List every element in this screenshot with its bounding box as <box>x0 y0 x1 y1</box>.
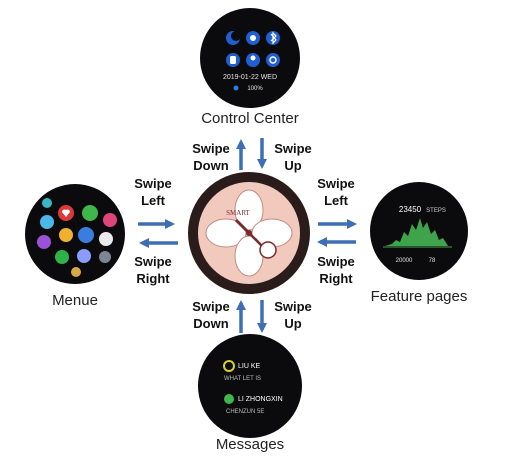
feature-steps-unit: STEPS <box>426 208 446 214</box>
feature-pages-screen: 23450 STEPS 20000 78 <box>370 182 468 280</box>
caption-feature-pages: Feature pages <box>370 288 468 305</box>
message-1-text: WHAT LET IS <box>224 376 261 382</box>
settings-icon <box>266 53 280 67</box>
battery-icon <box>233 85 239 91</box>
caption-menu: Menue <box>52 292 98 309</box>
gesture-label-top-left: Swipe Down <box>186 140 236 174</box>
camera-app-icon <box>71 267 81 277</box>
control-center-screen: 2019-01-22 WED 100% <box>200 8 300 108</box>
music-app-icon <box>103 213 117 227</box>
gesture-top-left-line1: Swipe <box>192 141 230 156</box>
timer-app-icon <box>37 235 51 249</box>
hour-hand <box>234 218 251 235</box>
settings-app-icon <box>99 251 111 263</box>
weather-app-icon <box>59 228 73 242</box>
gesture-label-right-top: Swipe Left <box>311 175 361 209</box>
gesture-top-right-line2: Up <box>284 158 302 173</box>
gesture-label-right-bottom: Swipe Right <box>311 253 361 287</box>
watch-face-brand: SMART <box>226 209 250 217</box>
phone-app-icon <box>55 250 69 264</box>
control-center-battery: 100% <box>247 86 263 92</box>
steps-app-icon <box>42 198 52 208</box>
message-2-text: CHENZUN 5E <box>226 409 264 415</box>
message-1-icon <box>223 360 235 372</box>
gesture-bottom-right-line2: Up <box>284 316 302 331</box>
feature-calories: 78 <box>429 258 436 264</box>
gesture-bottom-left-line1: Swipe <box>192 299 230 314</box>
watch-face: SMART 12 <box>188 172 310 294</box>
subdial <box>259 241 277 259</box>
gesture-right-bottom-line2: Right <box>319 271 353 286</box>
sport-app-icon <box>82 205 98 221</box>
gesture-left-top-line2: Left <box>141 193 165 208</box>
gesture-label-bottom-left: Swipe Down <box>186 298 236 332</box>
menu-screen <box>25 184 125 284</box>
caption-messages: Messages <box>215 436 285 453</box>
gesture-label-bottom-right: Swipe Up <box>268 298 318 332</box>
caption-control-center: Control Center <box>201 110 299 127</box>
gesture-label-left-top: Swipe Left <box>128 175 178 209</box>
gesture-left-top-line1: Swipe <box>134 176 172 191</box>
step-histogram <box>385 218 448 246</box>
gesture-bottom-right-line1: Swipe <box>274 299 312 314</box>
gesture-left-bottom-line1: Swipe <box>134 254 172 269</box>
control-center-date: 2019-01-22 WED <box>223 74 277 81</box>
arrows <box>138 138 357 333</box>
gesture-label-top-right: Swipe Up <box>268 140 318 174</box>
gesture-right-top-line1: Swipe <box>317 176 355 191</box>
feature-steps-value: 23450 <box>399 205 422 214</box>
sleep-app-icon <box>77 249 91 263</box>
messages-app-icon <box>40 215 54 229</box>
gesture-label-left-bottom: Swipe Right <box>128 253 178 287</box>
football-app-icon <box>99 232 113 246</box>
message-2-icon <box>224 394 234 404</box>
gesture-left-bottom-line2: Right <box>136 271 170 286</box>
messages-screen: LIU KE WHAT LET IS LI ZHONGXIN CHENZUN 5… <box>198 334 302 438</box>
watch-face-12: 12 <box>245 182 254 191</box>
clock-app-icon <box>78 227 94 243</box>
message-1-name: LIU KE <box>238 363 261 370</box>
gesture-bottom-left-line2: Down <box>193 316 229 331</box>
feature-distance: 20000 <box>396 258 413 264</box>
message-2-name: LI ZHONGXIN <box>238 396 283 403</box>
gesture-right-top-line2: Left <box>324 193 348 208</box>
gesture-top-left-line2: Down <box>193 158 229 173</box>
gesture-right-bottom-line1: Swipe <box>317 254 355 269</box>
gesture-top-right-line1: Swipe <box>274 141 312 156</box>
